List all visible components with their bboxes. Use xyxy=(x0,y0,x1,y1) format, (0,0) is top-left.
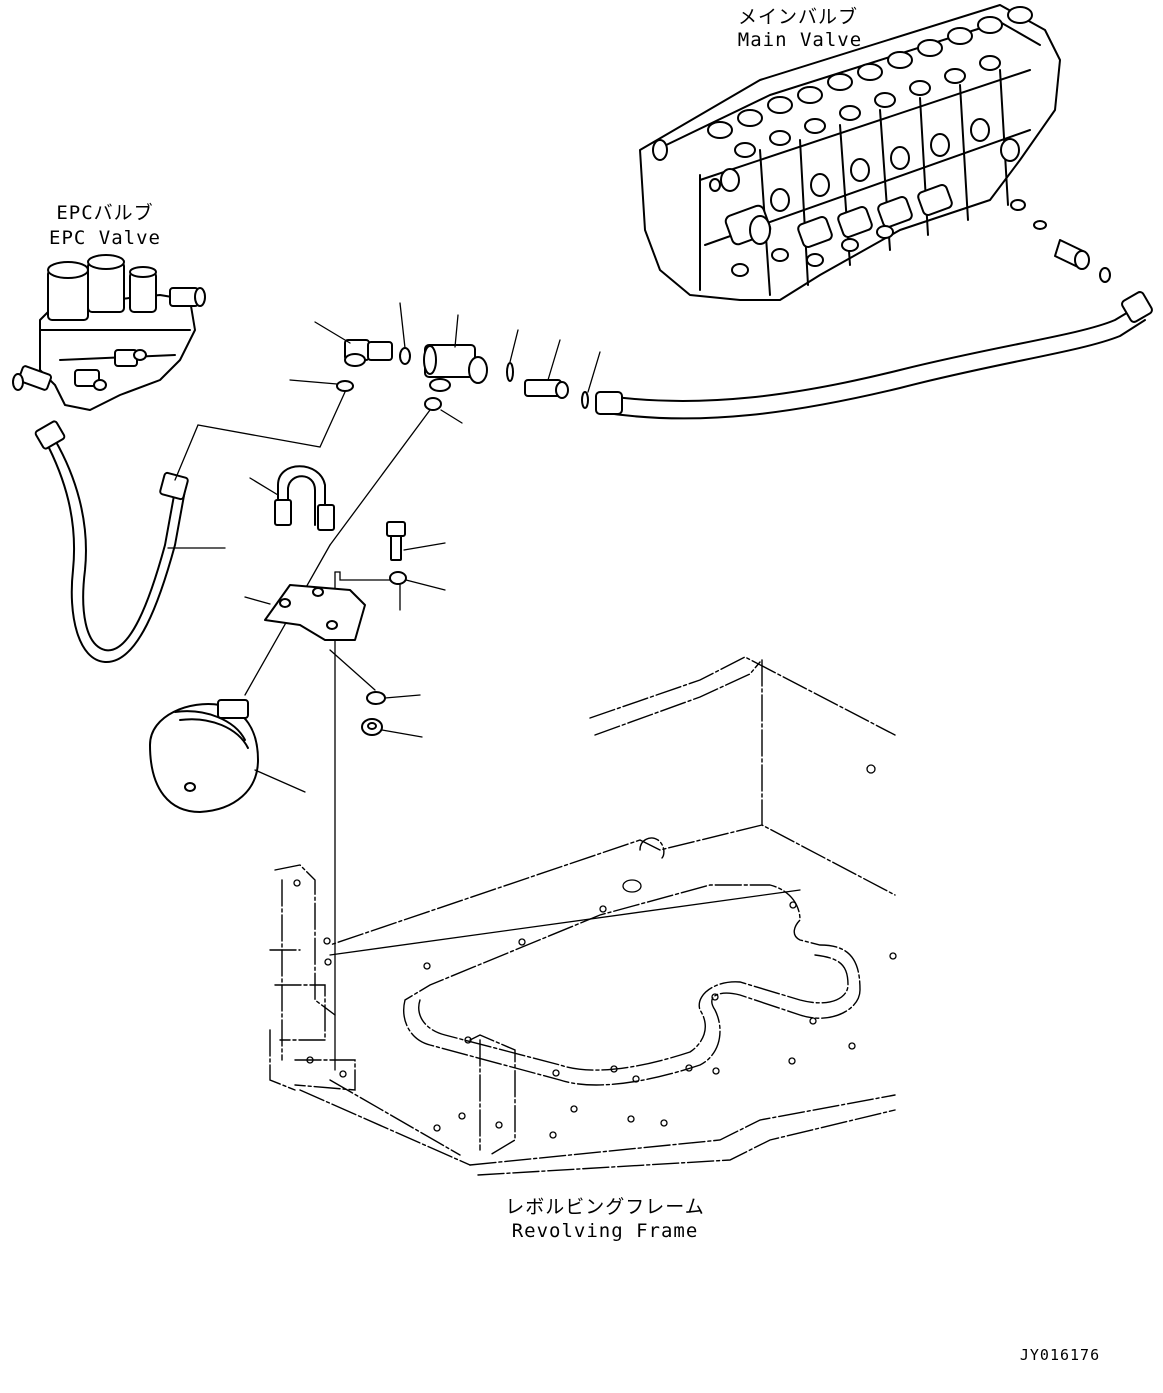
epc-valve xyxy=(12,254,206,411)
hose-epc xyxy=(34,420,226,664)
main-valve-label-jp: メインバルブ xyxy=(738,6,859,28)
epc-valve-label-en: EPC Valve xyxy=(49,227,161,249)
hose-main xyxy=(595,291,1153,420)
revolving-frame-label-en: Revolving Frame xyxy=(511,1220,699,1242)
bolt-group xyxy=(361,521,446,738)
bracket xyxy=(244,584,366,641)
epc-valve-label-jp: EPCバルブ xyxy=(56,202,154,224)
accumulator xyxy=(149,699,306,813)
revolving-frame-label-jp: レボルビングフレーム xyxy=(505,1196,705,1218)
main-valve-label-en: Main Valve xyxy=(737,29,863,51)
main-valve xyxy=(639,4,1111,301)
leader-lines xyxy=(174,391,801,1071)
u-bolt xyxy=(249,465,335,531)
drawing-id: JY016176 xyxy=(1019,1346,1101,1364)
revolving-frame xyxy=(269,656,897,1176)
fittings xyxy=(289,302,601,424)
